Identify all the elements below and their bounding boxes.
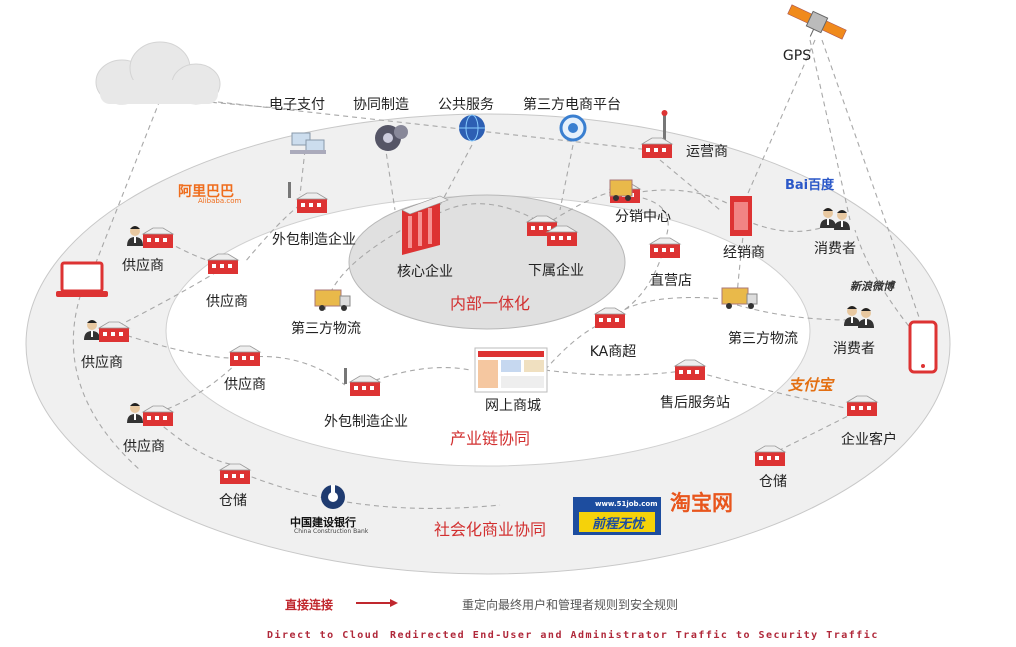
- service-label-ecommerce-platform: 第三方电商平台: [523, 97, 621, 113]
- legend-direct-label-en: Direct to Cloud: [267, 630, 380, 641]
- node-supplier-1: 供应商: [122, 258, 164, 274]
- truck-right-icon: [721, 287, 758, 309]
- node-consumer-bottom: 消费者: [833, 341, 875, 357]
- node-consumer-top: 消费者: [814, 241, 856, 257]
- node-supplier-2: 供应商: [206, 294, 248, 310]
- ccb-logo-icon: [321, 485, 345, 509]
- outsource-top-icon: [296, 192, 328, 214]
- outsource-bottom-icon: [349, 375, 381, 397]
- node-ka-store: KA商超: [589, 344, 637, 360]
- middle-ring-label: 产业链协同: [449, 429, 531, 448]
- legend-arrow-icon: [356, 599, 398, 607]
- forklift-icon: [609, 179, 633, 201]
- computers-icon: [290, 132, 326, 154]
- legend-direct-description-en: Redirected End-User and Administrator Tr…: [390, 630, 879, 641]
- satellite-icon: [787, 4, 847, 40]
- supplier-building-mid-icon: [229, 345, 261, 367]
- globe-icon: [459, 114, 485, 142]
- laptop-icon: [56, 261, 108, 297]
- dealer-icon: [730, 196, 752, 236]
- truck-left-icon: [314, 289, 351, 311]
- baidu-logo: Bai百度: [785, 178, 835, 193]
- ccb-logo-text: 中国建设银行: [290, 516, 356, 529]
- node-warehouse-left: 仓储: [219, 493, 247, 509]
- enterprise-customer-icon: [846, 395, 878, 417]
- outer-ring-label: 社会化商业协同: [433, 520, 547, 539]
- online-mall-screenshot-icon: [474, 347, 548, 393]
- inner-ring-label: 内部一体化: [449, 294, 531, 313]
- ccb-logo-en: China Construction Bank: [294, 528, 369, 535]
- ka-store-icon: [594, 307, 626, 329]
- node-service-station: 售后服务站: [660, 395, 730, 411]
- node-warehouse-right: 仓储: [759, 474, 787, 490]
- job51-url: www.51job.com: [595, 500, 658, 508]
- mobile-phone-icon: [908, 320, 938, 374]
- operator-icon: [641, 110, 673, 159]
- node-operator: 运营商: [686, 144, 728, 160]
- node-dealer: 经销商: [723, 245, 765, 261]
- node-outsource-top: 外包制造企业: [272, 232, 356, 248]
- taobao-logo: 淘宝网: [670, 491, 733, 515]
- node-enterprise-customer: 企业客户: [841, 432, 897, 448]
- service-label-collab-manufacturing: 协同制造: [353, 97, 409, 113]
- direct-store-icon: [649, 237, 681, 259]
- gear-icon: [375, 125, 408, 151]
- service-station-icon: [674, 359, 706, 381]
- warehouse-left-icon: [219, 463, 251, 485]
- node-direct-store: 直营店: [650, 273, 692, 289]
- alipay-logo: 支付宝: [788, 376, 834, 394]
- core-enterprise-icon: [401, 195, 449, 255]
- node-supplier-5: 供应商: [123, 439, 165, 455]
- warehouse-right-icon: [754, 445, 786, 467]
- gps-label: GPS: [782, 48, 812, 64]
- node-subsidiary: 下属企业: [528, 263, 584, 279]
- node-core-enterprise: 核心企业: [397, 264, 453, 280]
- weibo-logo: 新浪微博: [850, 280, 894, 293]
- cloud-icon: [95, 41, 221, 105]
- service-label-payment: 电子支付: [269, 97, 325, 113]
- node-logistics-right: 第三方物流: [728, 331, 798, 347]
- service-label-public-service: 公共服务: [438, 97, 494, 113]
- node-supplier-3: 供应商: [81, 355, 123, 371]
- job51-logo-text: 前程无忧: [592, 517, 645, 532]
- legend-direct-description: 重定向最终用户和管理者规则到安全规则: [462, 598, 679, 612]
- node-supplier-4: 供应商: [224, 377, 266, 393]
- node-outsource-bottom: 外包制造企业: [324, 414, 408, 430]
- node-distribution-center: 分销中心: [615, 209, 671, 225]
- node-logistics-left: 第三方物流: [291, 321, 361, 337]
- alibaba-logo: 阿里巴巴: [178, 184, 234, 200]
- supplier-building-top-icon: [207, 253, 239, 275]
- legend-direct-label: 直接连接: [285, 598, 334, 612]
- node-online-mall: 网上商城: [485, 398, 541, 414]
- sync-icon: [559, 114, 587, 142]
- alibaba-logo-en: Alibaba.com: [198, 197, 242, 205]
